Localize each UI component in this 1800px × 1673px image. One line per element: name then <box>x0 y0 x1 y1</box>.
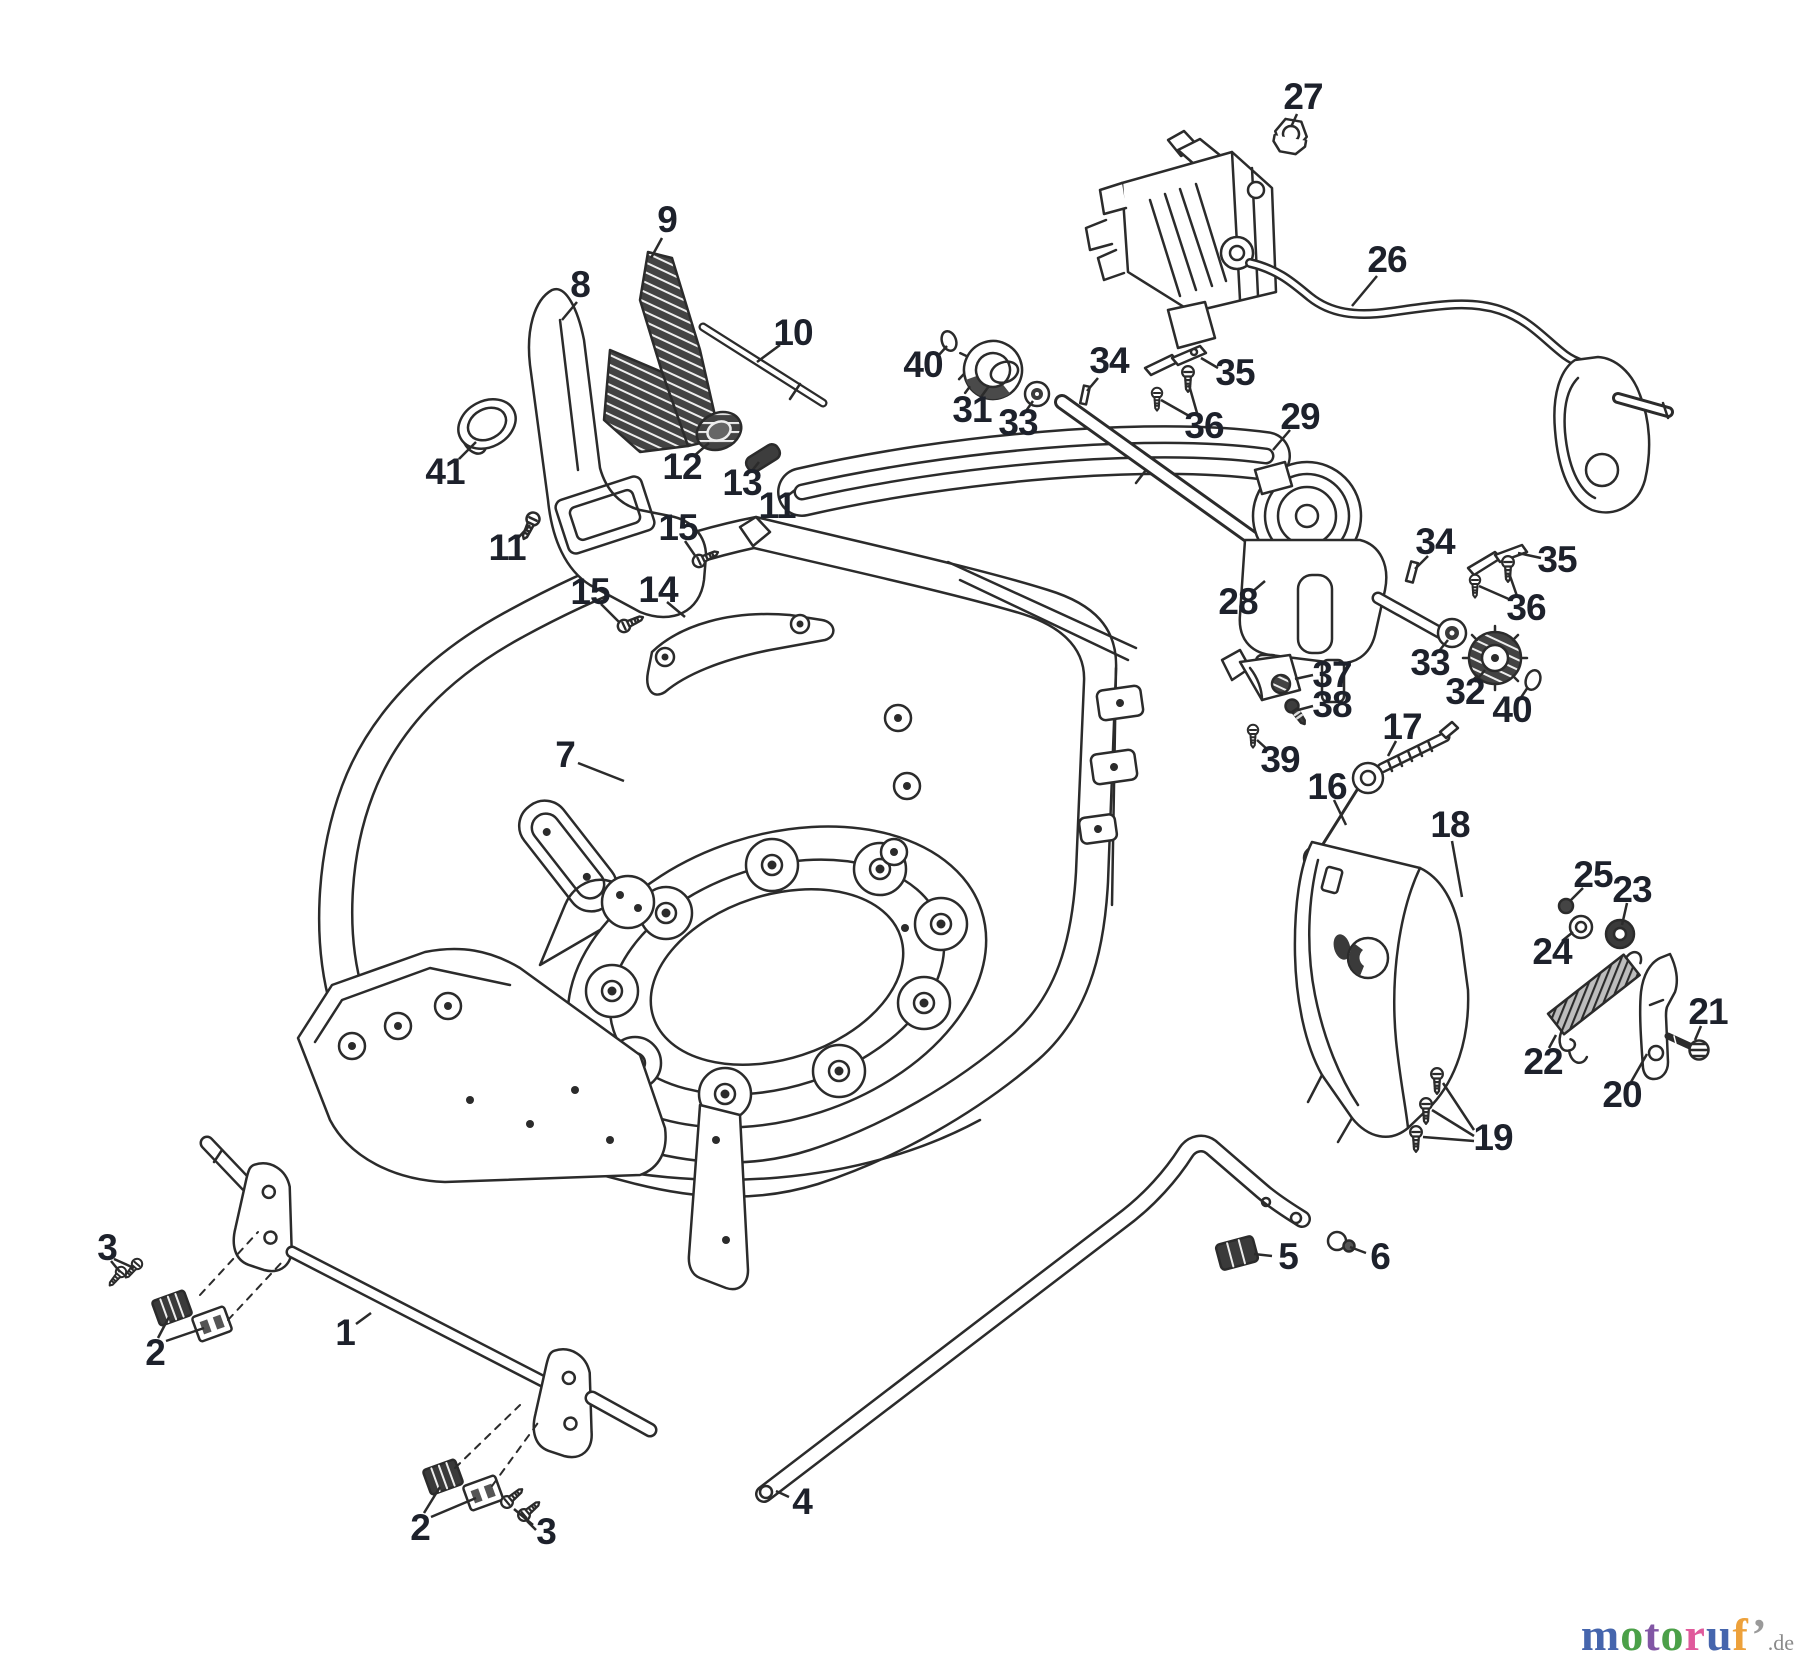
leader-line-16 <box>1332 799 1348 826</box>
leader-line-2 <box>422 1486 442 1514</box>
gearbox-drawing <box>1238 460 1542 704</box>
leader-line-11 <box>517 524 531 539</box>
leader-line-6 <box>1349 1245 1367 1255</box>
leader-line-33 <box>1438 639 1449 652</box>
drive-unit-drawing <box>1084 117 1674 514</box>
leader-line-19 <box>1441 1082 1476 1131</box>
leader-line-20 <box>1629 1053 1649 1083</box>
motoruf-letter: ’ <box>1751 1609 1768 1660</box>
leader-line-7 <box>577 761 625 783</box>
leader-line-24 <box>1561 931 1574 942</box>
side-cover-drawing <box>1293 840 1470 1144</box>
leader-line-39 <box>1256 739 1269 751</box>
leader-line-15 <box>683 540 698 558</box>
leader-line-3 <box>526 1520 537 1531</box>
leader-line-36 <box>1160 398 1192 419</box>
drive-belt-drawing <box>777 425 1291 517</box>
leader-line-41 <box>458 441 477 460</box>
guard-bar-drawing <box>755 1134 1356 1503</box>
leader-line-36 <box>1187 384 1199 414</box>
leader-line-40 <box>1518 686 1530 700</box>
leader-line-4 <box>775 1489 790 1499</box>
leader-line-36 <box>1507 572 1519 597</box>
leader-line-18 <box>1450 840 1464 898</box>
leader-line-19 <box>1422 1135 1475 1143</box>
motoruf-letter: o <box>1620 1609 1645 1660</box>
leader-line-32 <box>1474 669 1486 683</box>
leader-line-2 <box>165 1326 205 1343</box>
leader-line-33 <box>1024 400 1035 412</box>
leader-line-15 <box>600 603 620 623</box>
belt-guide-bracket-drawing <box>1220 648 1312 749</box>
leader-line-34 <box>1086 377 1099 392</box>
leader-line-26 <box>1351 275 1378 307</box>
motoruf-letter: t <box>1644 1609 1661 1660</box>
motoruf-letter: u <box>1705 1609 1733 1660</box>
motoruf-letter: o <box>1660 1609 1685 1660</box>
leader-line-14 <box>666 601 686 618</box>
leader-line-35 <box>1200 356 1219 370</box>
leader-line-25 <box>1569 887 1584 902</box>
leader-line-28 <box>1250 580 1266 594</box>
motoruf-logo-text: motoruf’ <box>1581 1609 1768 1660</box>
leader-line-23 <box>1620 902 1629 926</box>
motoruf-letter: r <box>1684 1609 1706 1660</box>
leader-line-40 <box>937 345 948 357</box>
leader-line-22 <box>1547 1034 1558 1049</box>
leader-line-31 <box>979 385 991 398</box>
leader-line-2 <box>156 1316 171 1339</box>
leader-line-13 <box>750 461 760 473</box>
leader-line-3 <box>113 1257 135 1270</box>
leader-line-27 <box>1289 113 1299 128</box>
leader-line-5 <box>1253 1252 1273 1258</box>
handle-bracket-drawing <box>457 250 835 696</box>
leader-line-9 <box>649 237 664 259</box>
leader-line-3 <box>110 1260 121 1273</box>
coupler-cluster-top-drawing <box>940 330 1208 412</box>
leader-line-19 <box>1431 1108 1475 1138</box>
leader-line-2 <box>430 1496 477 1519</box>
drive-shaft-drawing <box>1054 384 1260 546</box>
motoruf-letter: f <box>1732 1609 1752 1660</box>
leader-line-1 <box>355 1311 372 1326</box>
deck-housing-drawing <box>296 515 1145 1291</box>
leader-line-38 <box>1297 704 1314 712</box>
leader-line-10 <box>756 343 781 364</box>
leader-line-12 <box>693 442 710 457</box>
leader-line-8 <box>561 301 578 321</box>
motoruf-letter: m <box>1580 1609 1621 1660</box>
leader-line-11 <box>785 489 796 498</box>
front-axle-drawing <box>104 1135 658 1525</box>
motoruf-watermark: motoruf’.de <box>1581 1608 1794 1661</box>
leader-line-34 <box>1414 555 1429 570</box>
leader-line-37 <box>1294 673 1314 681</box>
leader-line-36 <box>1478 584 1512 602</box>
motoruf-logo-suffix: .de <box>1767 1630 1794 1655</box>
height-link-cluster-drawing <box>1409 897 1710 1153</box>
leader-line-29 <box>1272 429 1291 451</box>
leader-line-17 <box>1386 740 1398 757</box>
leader-line-21 <box>1693 1025 1703 1041</box>
leader-line-35 <box>1517 551 1542 560</box>
